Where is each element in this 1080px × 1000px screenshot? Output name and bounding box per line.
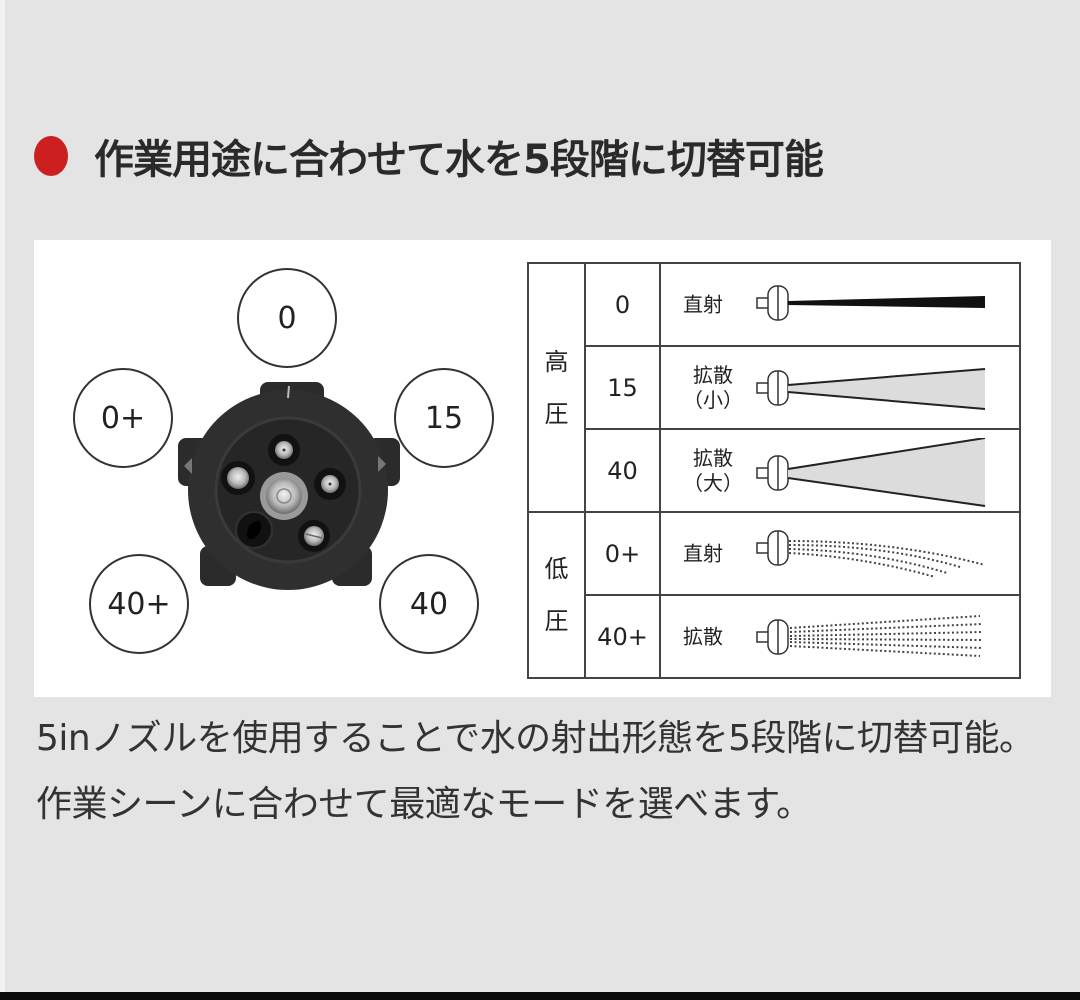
jet-spray-icon <box>756 285 985 321</box>
large-fan-spray-icon <box>756 438 986 507</box>
bottom-bar <box>0 992 1080 1000</box>
spray-type-text: 拡散 <box>693 445 733 470</box>
group-label: 低 <box>544 555 569 583</box>
group-label: 高 <box>544 347 569 376</box>
spray-type-text: 直射 <box>683 541 723 565</box>
group-label: 圧 <box>544 607 569 635</box>
spray-type-text: 直射 <box>683 292 723 316</box>
spray-type-label: 直射 <box>683 292 723 317</box>
red-bullet-icon <box>34 136 68 176</box>
dotted-fan-spray-icon <box>756 615 984 657</box>
dial-label-40plus: 40+ <box>89 554 189 654</box>
spray-cell: 拡散 <box>659 594 1021 679</box>
table-row: 15 拡散 （小） <box>528 345 1021 430</box>
spray-type-text: 拡散 <box>693 362 733 387</box>
table-row: 40+ 拡散 <box>528 594 1021 679</box>
dotted-jet-spray-icon <box>756 530 986 578</box>
table-row: 高 圧 0 直射 <box>527 262 1021 513</box>
spray-cell: 直射 <box>659 511 1021 596</box>
level-cell: 0+ <box>584 511 661 596</box>
small-fan-spray-icon <box>756 368 986 410</box>
group-label: 圧 <box>544 399 569 428</box>
section-heading: 作業用途に合わせて水を5段階に切替可能 <box>34 128 824 184</box>
spray-type-label: 拡散 （小） <box>683 363 743 413</box>
spray-type-text: （小） <box>683 387 743 412</box>
spray-type-text: 拡散 <box>683 624 723 648</box>
spray-cell: 拡散 （小） <box>659 345 1021 430</box>
spray-type-label: 拡散 <box>683 624 723 649</box>
table-row: 低 圧 0+ 直射 <box>527 511 1021 679</box>
spray-type-label: 直射 <box>683 541 723 566</box>
group-high-pressure: 高 圧 <box>527 262 586 513</box>
spray-cell: 拡散 （大） <box>659 428 1021 513</box>
description-text: 5inノズルを使用することで水の射出形態を5段階に切替可能。作業シーンに合わせて… <box>36 718 1035 825</box>
dial-label-0: 0 <box>237 268 337 368</box>
dial-label-0plus: 0+ <box>73 368 173 468</box>
level-cell: 0 <box>584 262 661 347</box>
spray-modes-table: 高 圧 0 直射 15 拡散 （小） <box>527 262 1021 679</box>
nozzle-head-icon <box>178 382 400 590</box>
table-row: 40 拡散 （大） <box>528 428 1021 513</box>
level-cell: 40+ <box>584 594 661 679</box>
spray-type-label: 拡散 （大） <box>683 446 743 496</box>
level-cell: 40 <box>584 428 661 513</box>
spray-type-text: （大） <box>683 470 743 495</box>
dial-label-15: 15 <box>394 368 494 468</box>
group-low-pressure: 低 圧 <box>527 511 586 679</box>
heading-title: 作業用途に合わせて水を5段階に切替可能 <box>94 137 824 183</box>
spray-cell: 直射 <box>659 262 1021 347</box>
left-edge <box>0 0 5 1000</box>
dial-label-40: 40 <box>379 554 479 654</box>
level-cell: 15 <box>584 345 661 430</box>
